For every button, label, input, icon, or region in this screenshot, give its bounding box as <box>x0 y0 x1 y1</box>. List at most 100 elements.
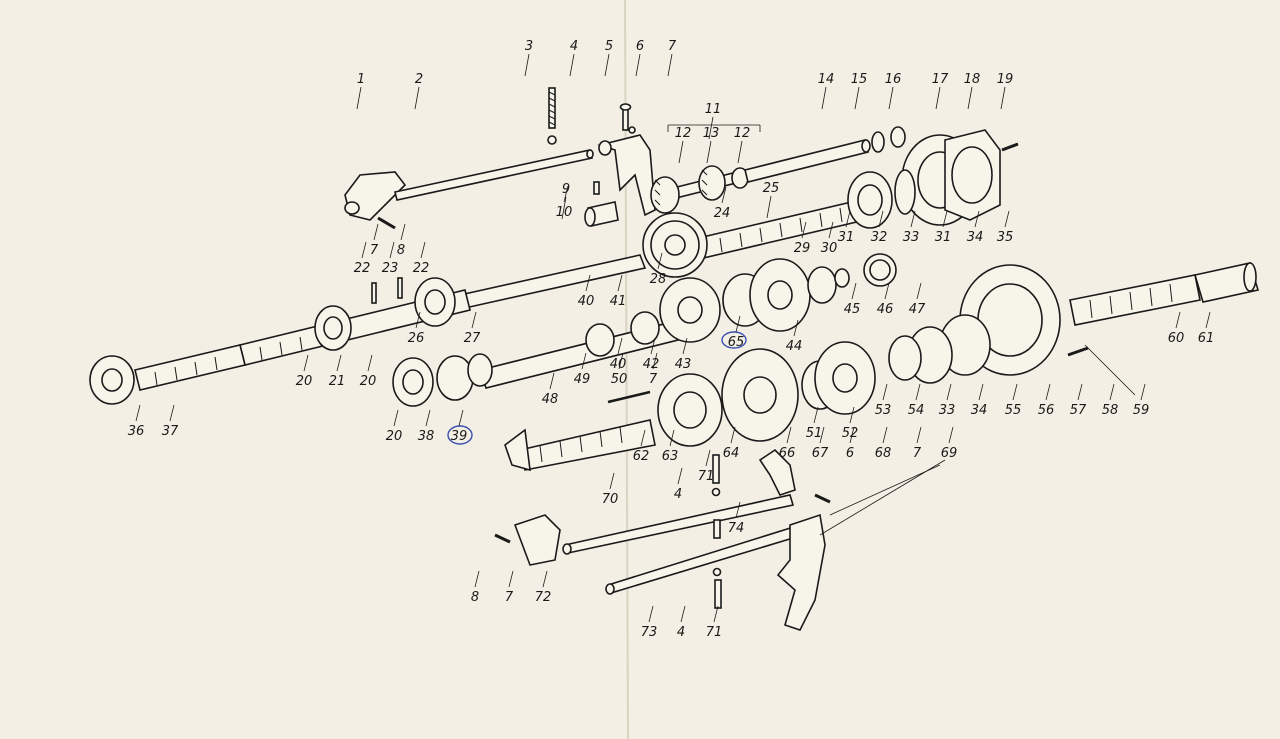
leader-line-45 <box>851 282 857 300</box>
callout-label-44: 44 <box>786 339 803 354</box>
callout-label-54: 54 <box>908 403 925 418</box>
leader-line-57 <box>1077 383 1083 401</box>
leader-line-31 <box>942 210 948 228</box>
leader-line-37 <box>169 404 175 422</box>
pinion-48 <box>504 419 656 472</box>
leader-line-10 <box>563 185 569 203</box>
callout-label-20: 20 <box>386 429 403 444</box>
callout-label-72: 72 <box>535 590 552 605</box>
leader-line-20 <box>367 354 373 372</box>
callout-label-56: 56 <box>1038 403 1055 418</box>
callout-label-21: 21 <box>329 374 346 389</box>
leader-line-24 <box>721 186 727 204</box>
leader-line-33 <box>910 210 916 228</box>
ball-4 <box>547 135 557 145</box>
callout-label-22: 22 <box>354 261 371 276</box>
callout-label-32: 32 <box>871 230 888 245</box>
callout-label-7: 7 <box>649 372 658 387</box>
leader-line-46 <box>884 282 890 300</box>
callout-label-12: 12 <box>734 126 751 141</box>
callout-label-15: 15 <box>851 72 868 87</box>
callout-label-16: 16 <box>885 72 902 87</box>
highlight-mark-65 <box>721 331 747 349</box>
gear-39 <box>436 353 493 401</box>
leader-line-4 <box>569 53 575 77</box>
leader-line-44 <box>793 319 799 337</box>
leader-line-6 <box>849 426 855 444</box>
leader-line-12 <box>678 140 684 164</box>
leader-line-54 <box>915 383 921 401</box>
callout-label-52: 52 <box>842 426 859 441</box>
callout-label-66: 66 <box>779 446 796 461</box>
callout-label-57: 57 <box>1070 403 1087 418</box>
callout-label-5: 5 <box>605 39 613 54</box>
screw-6 <box>619 103 632 131</box>
leader-line-47 <box>916 282 922 300</box>
leader-line-21 <box>336 354 342 372</box>
leader-line-38 <box>425 409 431 427</box>
rollers-9-10 <box>584 181 619 227</box>
leader-line-53 <box>882 383 888 401</box>
leader-line-61 <box>1205 311 1211 329</box>
block-72 <box>513 514 561 566</box>
gear-43 <box>659 277 721 343</box>
leader-line-12 <box>737 140 743 164</box>
bearing-26 <box>414 277 456 327</box>
leader-line-25 <box>766 195 772 219</box>
leader-line-34 <box>974 210 980 228</box>
selector-rod-2 <box>394 149 594 201</box>
leader-line-7 <box>916 426 922 444</box>
bolt-19 <box>1001 142 1019 152</box>
callout-label-18: 18 <box>964 72 981 87</box>
callout-label-11: 11 <box>705 102 722 117</box>
leader-line-73 <box>648 605 654 623</box>
callout-label-64: 64 <box>723 446 740 461</box>
shift-fork-block-1 <box>344 171 407 221</box>
callout-label-20: 20 <box>360 374 377 389</box>
callout-label-43: 43 <box>675 357 692 372</box>
callout-label-36: 36 <box>128 424 145 439</box>
ring-15 <box>871 131 885 153</box>
callout-label-69: 69 <box>941 446 958 461</box>
callout-label-14: 14 <box>818 72 835 87</box>
callout-label-34: 34 <box>971 403 988 418</box>
leader-line-70 <box>609 472 615 490</box>
callout-label-29: 29 <box>794 241 811 256</box>
callout-label-71: 71 <box>698 469 715 484</box>
leader-line-65 <box>735 315 741 333</box>
leader-line-71 <box>705 449 711 467</box>
leader-line-4 <box>677 467 683 485</box>
synchro-29-30 <box>807 266 850 304</box>
fork-69 <box>776 513 826 631</box>
leader-line-14 <box>821 86 827 110</box>
callout-label-7: 7 <box>913 446 922 461</box>
callout-label-42: 42 <box>643 357 660 372</box>
callout-label-48: 48 <box>542 392 559 407</box>
callout-label-19: 19 <box>997 72 1014 87</box>
callout-label-31: 31 <box>838 230 855 245</box>
leader-line-59 <box>1140 383 1146 401</box>
callout-label-6: 6 <box>846 446 854 461</box>
leader-line-52 <box>849 406 855 424</box>
leader-line-2 <box>414 86 420 110</box>
leader-line-63 <box>669 429 675 447</box>
callout-label-20: 20 <box>296 374 313 389</box>
callout-label-68: 68 <box>875 446 892 461</box>
callout-label-58: 58 <box>1102 403 1119 418</box>
leader-line-34 <box>978 383 984 401</box>
gear-51-52 <box>801 341 876 415</box>
leader-line-27 <box>471 311 477 329</box>
leader-line-67 <box>819 426 825 444</box>
leader-line-35 <box>1004 210 1010 228</box>
leader-line-41 <box>617 274 623 292</box>
callout-label-17: 17 <box>932 72 949 87</box>
bearing-21 <box>314 305 352 351</box>
callout-label-33: 33 <box>903 230 920 245</box>
gear-64 <box>721 348 799 442</box>
gear-28 <box>642 212 708 278</box>
leader-line-36 <box>135 404 141 422</box>
bearing-38 <box>392 357 434 407</box>
leader-line-68 <box>882 426 888 444</box>
callout-label-47: 47 <box>909 302 926 317</box>
